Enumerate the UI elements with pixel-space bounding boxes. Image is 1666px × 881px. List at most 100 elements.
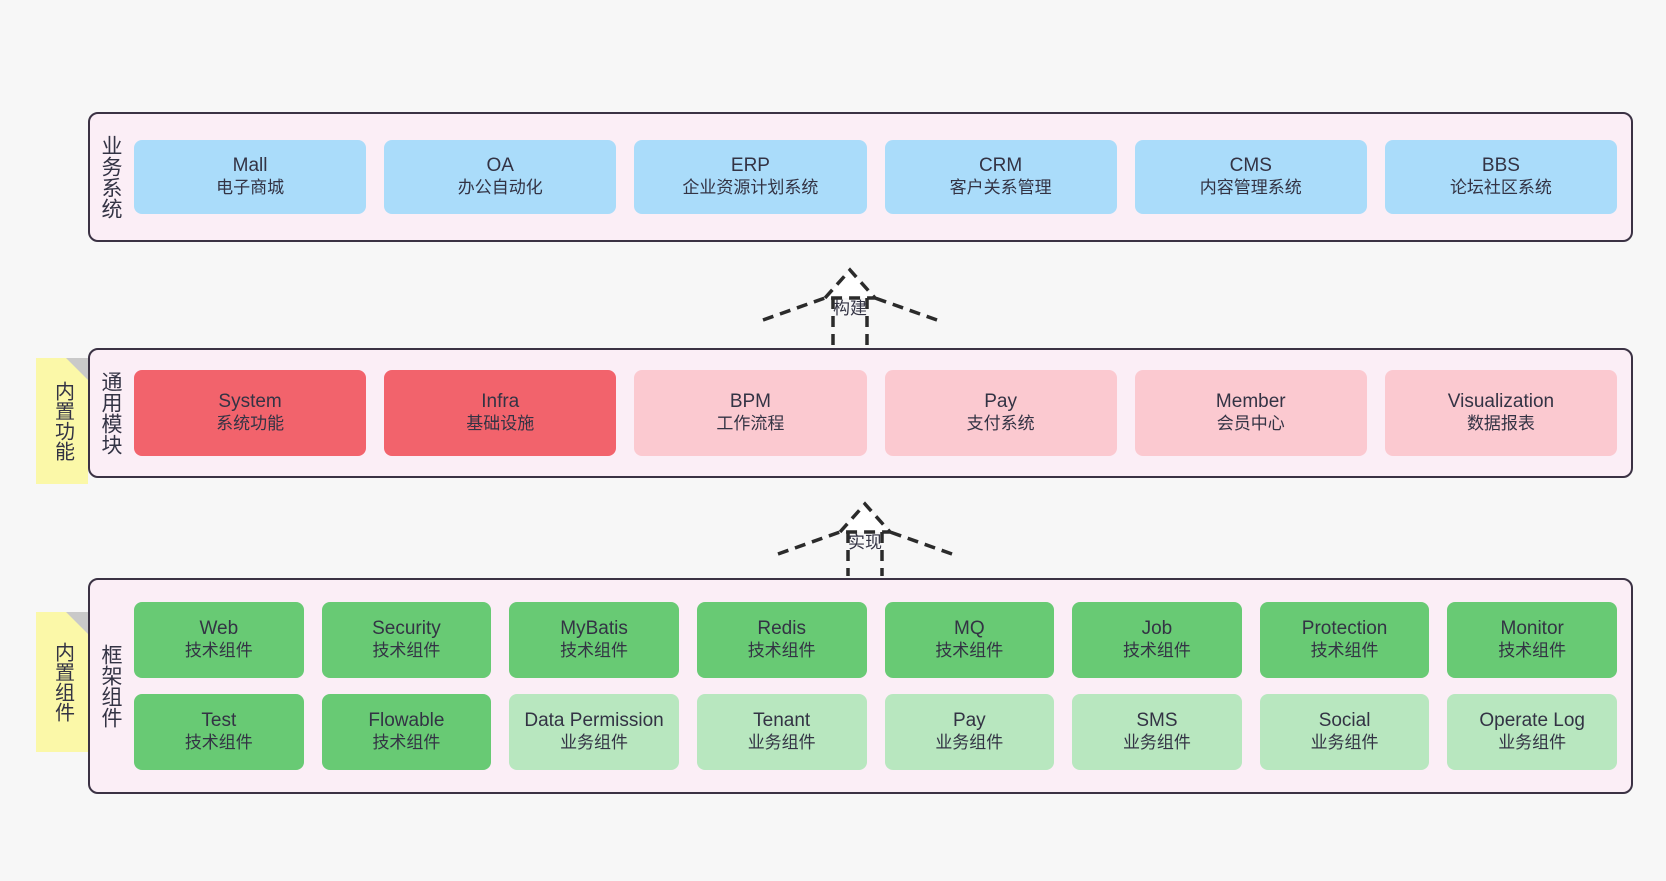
- node-flowable[interactable]: Flowable 技术组件: [321, 694, 492, 770]
- node-title: Flowable: [368, 710, 445, 732]
- node-subtitle: 系统功能: [216, 414, 285, 434]
- node-title: Visualization: [1447, 391, 1555, 413]
- node-social[interactable]: Social 业务组件: [1259, 694, 1430, 770]
- node-mall[interactable]: Mall 电子商城: [134, 140, 367, 214]
- layer-common-modules: 通用模块 System 系统功能 Infra 基础设施 BPM 工作流程 Pay: [88, 348, 1633, 478]
- sticky-note-label: 内置功能: [51, 381, 74, 461]
- node-title: Protection: [1301, 618, 1388, 640]
- node-subtitle: 数据报表: [1466, 414, 1535, 434]
- connector-implement-label: 实现: [848, 533, 882, 552]
- node-row: System 系统功能 Infra 基础设施 BPM 工作流程 Pay 支付系统…: [134, 370, 1618, 456]
- node-pay-module[interactable]: Pay 支付系统: [884, 370, 1117, 456]
- node-mybatis[interactable]: MyBatis 技术组件: [509, 602, 679, 678]
- node-subtitle: 技术组件: [184, 733, 253, 753]
- node-subtitle: 业务组件: [560, 733, 629, 753]
- node-subtitle: 技术组件: [747, 641, 816, 661]
- node-oa[interactable]: OA 办公自动化: [384, 140, 617, 214]
- node-subtitle: 客户关系管理: [949, 178, 1052, 198]
- node-title: SMS: [1136, 710, 1178, 732]
- node-subtitle: 技术组件: [372, 641, 441, 661]
- node-title: MQ: [954, 618, 985, 640]
- node-mq[interactable]: MQ 技术组件: [884, 602, 1055, 678]
- node-operate-log[interactable]: Operate Log 业务组件: [1447, 694, 1617, 770]
- node-subtitle: 工作流程: [716, 414, 785, 434]
- node-monitor[interactable]: Monitor 技术组件: [1447, 602, 1617, 678]
- node-data-permission[interactable]: Data Permission 业务组件: [509, 694, 679, 770]
- node-subtitle: 技术组件: [935, 641, 1004, 661]
- node-title: Redis: [757, 618, 806, 640]
- node-subtitle: 业务组件: [1310, 733, 1379, 753]
- note-fold-icon: [66, 612, 88, 634]
- node-row: Web 技术组件 Security 技术组件 MyBatis 技术组件 Redi…: [134, 602, 1617, 678]
- node-title: Tenant: [753, 710, 811, 732]
- node-row: Mall 电子商城 OA 办公自动化 ERP 企业资源计划系统 CRM 客户关系…: [134, 140, 1618, 214]
- layer-caption-framework-components: 框架组件: [99, 644, 123, 728]
- node-subtitle: 会员中心: [1216, 414, 1285, 434]
- node-redis[interactable]: Redis 技术组件: [696, 602, 867, 678]
- layer-body-business-systems: Mall 电子商城 OA 办公自动化 ERP 企业资源计划系统 CRM 客户关系…: [130, 114, 1631, 240]
- node-subtitle: 技术组件: [372, 733, 441, 753]
- node-title: Monitor: [1500, 618, 1564, 640]
- node-tenant[interactable]: Tenant 业务组件: [696, 694, 867, 770]
- note-fold-icon: [66, 358, 88, 380]
- node-title: MyBatis: [560, 618, 628, 640]
- node-subtitle: 支付系统: [966, 414, 1035, 434]
- node-subtitle: 业务组件: [747, 733, 816, 753]
- node-bpm[interactable]: BPM 工作流程: [634, 370, 867, 456]
- node-title: CRM: [978, 155, 1023, 177]
- node-subtitle: 论坛社区系统: [1449, 178, 1552, 198]
- node-subtitle: 技术组件: [560, 641, 629, 661]
- node-title: Job: [1141, 618, 1173, 640]
- node-title: Pay: [952, 710, 986, 732]
- layer-body-common-modules: System 系统功能 Infra 基础设施 BPM 工作流程 Pay 支付系统…: [130, 350, 1631, 476]
- node-title: OA: [486, 155, 514, 177]
- node-bbs[interactable]: BBS 论坛社区系统: [1384, 140, 1618, 214]
- node-title: BPM: [729, 391, 772, 413]
- node-subtitle: 技术组件: [1498, 641, 1567, 661]
- node-row: Test 技术组件 Flowable 技术组件 Data Permission …: [134, 694, 1617, 770]
- node-title: Pay: [984, 391, 1017, 413]
- connector-build-label: 构建: [833, 299, 867, 318]
- node-security[interactable]: Security 技术组件: [321, 602, 492, 678]
- sticky-note-label: 内置组件: [51, 642, 74, 722]
- connector-build: 构建: [755, 258, 945, 346]
- sticky-note-builtin-components: 内置组件: [36, 612, 88, 752]
- node-subtitle: 业务组件: [1498, 733, 1567, 753]
- node-title: System: [218, 391, 282, 413]
- node-title: Infra: [481, 391, 520, 413]
- node-title: Web: [199, 618, 239, 640]
- connector-implement-arrow: [777, 501, 953, 576]
- node-protection[interactable]: Protection 技术组件: [1259, 602, 1430, 678]
- node-crm[interactable]: CRM 客户关系管理: [884, 140, 1117, 214]
- layer-framework-components: 框架组件 Web 技术组件 Security 技术组件 MyBatis 技术组件…: [88, 578, 1633, 794]
- node-test[interactable]: Test 技术组件: [134, 694, 304, 770]
- node-title: Member: [1215, 391, 1286, 413]
- node-subtitle: 企业资源计划系统: [682, 178, 819, 198]
- node-title: BBS: [1481, 155, 1520, 177]
- node-sms[interactable]: SMS 业务组件: [1072, 694, 1242, 770]
- sticky-note-builtin-features: 内置功能: [36, 358, 88, 484]
- node-cms[interactable]: CMS 内容管理系统: [1134, 140, 1367, 214]
- node-subtitle: 基础设施: [466, 414, 535, 434]
- layer-caption-business-systems: 业务系统: [99, 135, 123, 219]
- node-web[interactable]: Web 技术组件: [134, 602, 304, 678]
- node-title: Test: [201, 710, 237, 732]
- connector-build-arrow: [762, 267, 938, 346]
- node-erp[interactable]: ERP 企业资源计划系统: [634, 140, 867, 214]
- node-title: Mall: [232, 155, 268, 177]
- node-subtitle: 业务组件: [935, 733, 1004, 753]
- node-subtitle: 办公自动化: [457, 178, 543, 198]
- node-title: Security: [372, 618, 441, 640]
- node-system[interactable]: System 系统功能: [134, 370, 367, 456]
- node-job[interactable]: Job 技术组件: [1072, 602, 1242, 678]
- layer-caption-common-modules: 通用模块: [99, 371, 123, 455]
- node-pay-component[interactable]: Pay 业务组件: [884, 694, 1055, 770]
- layer-business-systems: 业务系统 Mall 电子商城 OA 办公自动化 ERP 企业资源计划系统 CRM: [88, 112, 1633, 242]
- connector-implement: 实现: [770, 492, 960, 576]
- node-title: Data Permission: [524, 710, 664, 732]
- layer-body-framework-components: Web 技术组件 Security 技术组件 MyBatis 技术组件 Redi…: [130, 580, 1631, 792]
- node-visualization[interactable]: Visualization 数据报表: [1384, 370, 1618, 456]
- node-infra[interactable]: Infra 基础设施: [384, 370, 617, 456]
- node-member[interactable]: Member 会员中心: [1134, 370, 1367, 456]
